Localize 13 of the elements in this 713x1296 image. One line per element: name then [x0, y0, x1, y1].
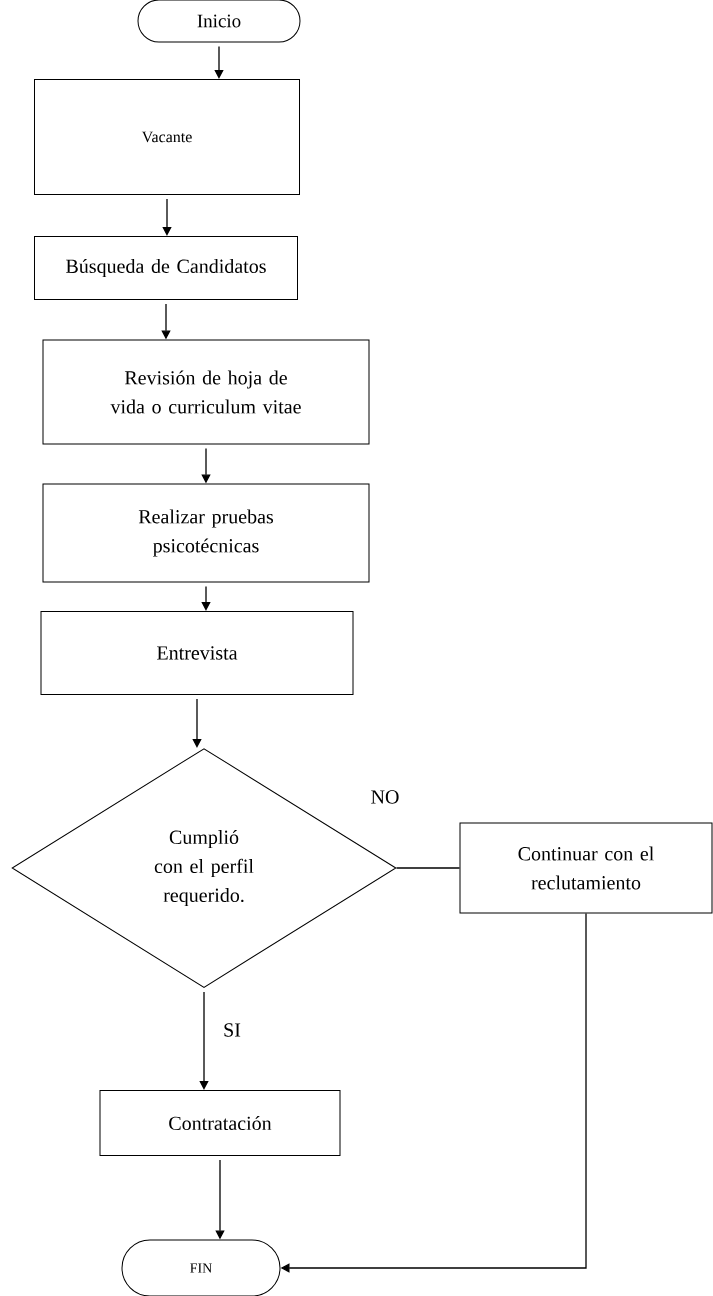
arrow	[192, 698, 202, 748]
process-box: Contratación	[99, 1090, 341, 1156]
process-box: Búsqueda de Candidatos	[34, 236, 298, 300]
process-box: Entrevista	[40, 611, 354, 695]
arrow	[162, 198, 172, 236]
process-box: Continuar con el reclutamiento	[459, 822, 713, 914]
arrow	[199, 991, 209, 1090]
edge-label: SI	[222, 1022, 242, 1038]
arrow	[214, 45, 224, 79]
arrow	[201, 585, 211, 611]
process-box: Realizar pruebas psicotécnicas	[42, 483, 370, 583]
process-box: Revisión de hoja de vida o curriculum vitae	[42, 339, 370, 445]
process-box: Vacante	[34, 79, 300, 195]
